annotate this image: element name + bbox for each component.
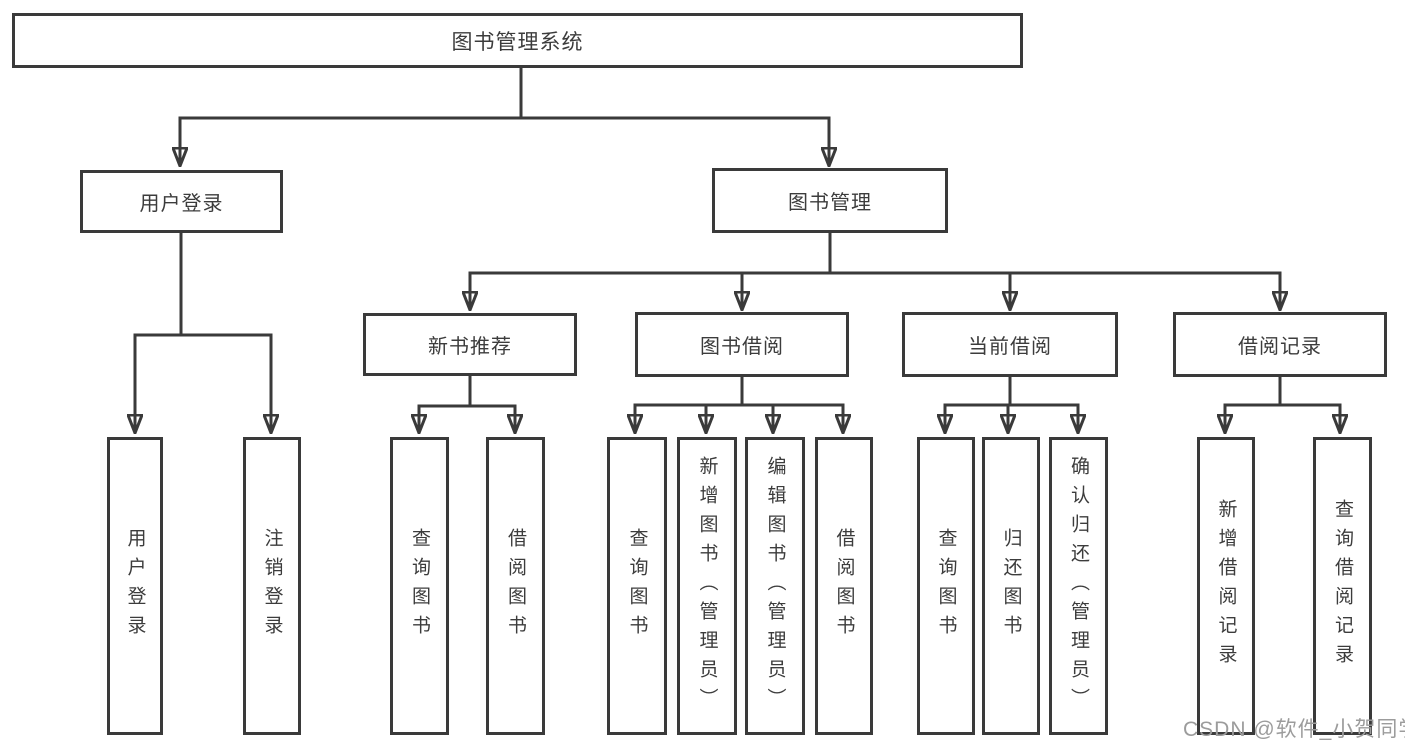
node-borrow-records: 借阅记录 — [1173, 312, 1387, 377]
node-label: 查询图书 — [626, 528, 648, 644]
node-book-management: 图书管理 — [712, 168, 948, 233]
connector-book-borrow — [633, 375, 845, 407]
node-label: 归还图书 — [1000, 528, 1022, 644]
watermark: CSDN @软件_小贺同学 — [1183, 718, 1405, 741]
node-add-borrow-record: 新增借阅记录 — [1197, 437, 1255, 735]
node-return-books: 归还图书 — [982, 437, 1040, 735]
node-label: 借阅图书 — [505, 528, 526, 644]
node-label: 用户登录 — [124, 528, 146, 644]
connector-user-login — [133, 231, 273, 337]
connector-root — [178, 66, 831, 120]
node-label: 借阅图书 — [833, 528, 855, 644]
node-label: 查询借阅记录 — [1332, 499, 1353, 673]
node-label: 确认归还（管理员） — [1068, 455, 1089, 717]
node-label: 编辑图书（管理员） — [764, 455, 786, 717]
node-add-books-admin: 新增图书（管理员） — [677, 437, 737, 735]
node-user-login: 用户登录 — [80, 170, 283, 233]
node-label: 注销登录 — [261, 528, 283, 644]
connector-borrow-records — [1223, 375, 1342, 407]
connector-current-borrow — [943, 375, 1080, 407]
node-label: 新增借阅记录 — [1215, 499, 1237, 673]
node-user-login-action: 用户登录 — [107, 437, 163, 735]
node-label: 查询图书 — [409, 528, 430, 644]
node-confirm-return-admin: 确认归还（管理员） — [1049, 437, 1108, 735]
node-query-books: 查询图书 — [917, 437, 975, 735]
node-query-books: 查询图书 — [390, 437, 449, 735]
node-label: 新增图书（管理员） — [696, 455, 718, 717]
node-book-borrow: 图书借阅 — [635, 312, 849, 377]
node-borrow-books: 借阅图书 — [815, 437, 873, 735]
node-label: 查询图书 — [935, 528, 957, 644]
node-new-book-recommend: 新书推荐 — [363, 313, 577, 376]
node-edit-books-admin: 编辑图书（管理员） — [745, 437, 805, 735]
connector-new-book — [417, 374, 517, 408]
node-current-borrow: 当前借阅 — [902, 312, 1118, 377]
node-root: 图书管理系统 — [12, 13, 1023, 68]
connector-book-management — [468, 231, 1282, 275]
node-query-borrow-record: 查询借阅记录 — [1313, 437, 1372, 735]
node-borrow-books: 借阅图书 — [486, 437, 545, 735]
node-logout-action: 注销登录 — [243, 437, 301, 735]
node-query-books: 查询图书 — [607, 437, 667, 735]
